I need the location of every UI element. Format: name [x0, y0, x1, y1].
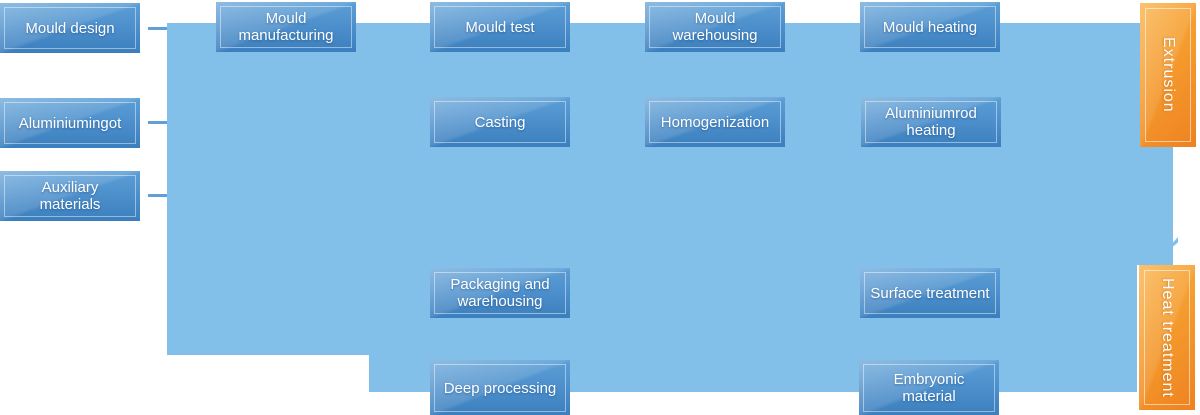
box-aluminiumrod-heating: Aluminiumrod heating — [861, 97, 1001, 147]
connector-dash-auxiliary-materials — [148, 194, 169, 197]
box-mould-test: Mould test — [430, 2, 570, 52]
box-embryonic-material: Embryonic material — [859, 360, 999, 415]
box-label: Mould test — [465, 18, 535, 36]
box-label: Mould design — [25, 19, 115, 37]
box-label: Packaging and warehousing — [450, 276, 550, 310]
box-casting: Casting — [430, 97, 570, 147]
box-auxiliary-materials: Auxiliary materials — [0, 171, 140, 221]
box-label: Aluminiumingot — [18, 114, 122, 132]
box-label: Deep processing — [443, 379, 557, 397]
box-label: Auxiliary materials — [39, 179, 101, 213]
box-homogenization: Homogenization — [645, 97, 785, 147]
box-mould-design: Mould design — [0, 3, 140, 53]
box-label: Mould manufacturing — [238, 10, 334, 44]
box-label: Mould warehousing — [672, 10, 758, 44]
box-mould-warehousing: Mould warehousing — [645, 2, 785, 52]
box-surface-treatment: Surface treatment — [860, 268, 1000, 318]
box-label: Casting — [474, 113, 526, 131]
box-packaging-warehousing: Packaging and warehousing — [430, 268, 570, 318]
box-deep-processing: Deep processing — [430, 360, 570, 415]
tab-heat-treatment: Heat treatment — [1139, 265, 1195, 410]
tab-extrusion: Extrusion — [1140, 3, 1196, 147]
tab-label: Extrusion — [1160, 37, 1177, 113]
box-mould-manufacturing: Mould manufacturing — [216, 2, 356, 52]
tab-label: Heat treatment — [1159, 277, 1176, 398]
box-mould-heating: Mould heating — [860, 2, 1000, 52]
box-label: Aluminiumrod heating — [885, 105, 977, 139]
box-label: Embryonic material — [893, 371, 965, 405]
box-label: Mould heating — [882, 18, 978, 36]
connector-dash-aluminium-ingot — [148, 121, 169, 124]
connector-dash-mould-design — [148, 27, 169, 30]
box-aluminium-ingot: Aluminiumingot — [0, 98, 140, 148]
box-label: Homogenization — [660, 113, 770, 131]
flow-panel-lower — [369, 23, 1137, 392]
box-label: Surface treatment — [870, 284, 990, 302]
